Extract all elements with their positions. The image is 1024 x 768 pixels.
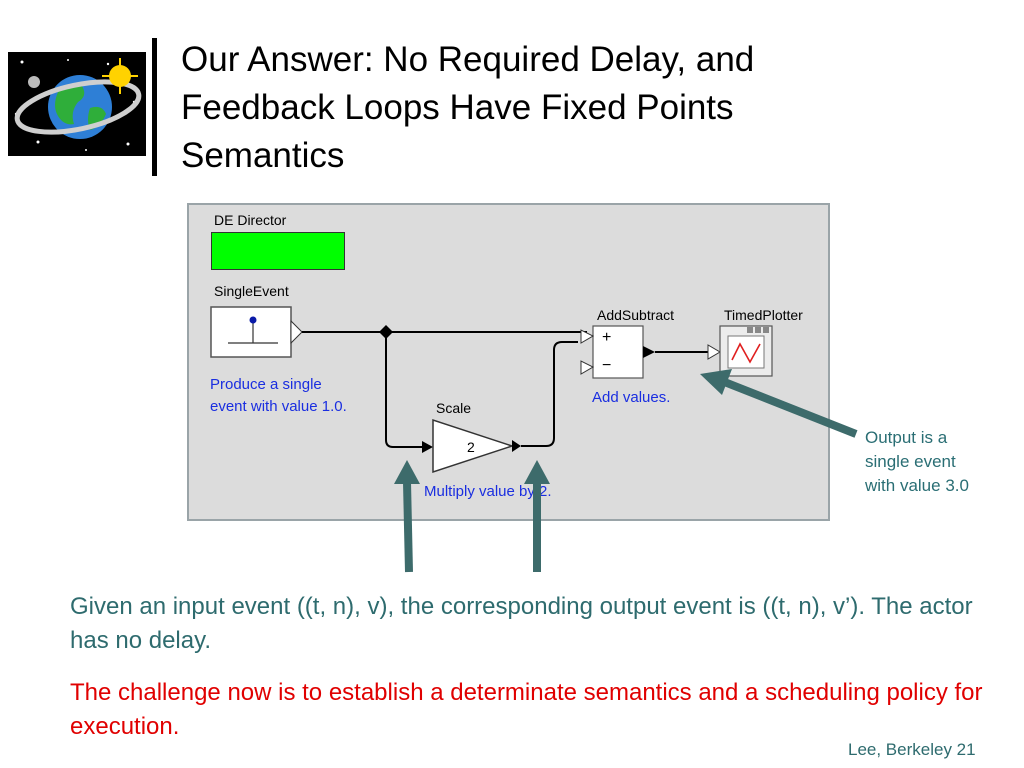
title-divider <box>152 38 157 176</box>
add-subtract-label: AddSubtract <box>597 307 675 323</box>
add-subtract-note: Add values. <box>592 389 671 406</box>
challenge-paragraph: The challenge now is to establish a dete… <box>70 679 983 740</box>
minus-sign: − <box>602 357 612 374</box>
scale-note: Multiply value by 2. <box>424 483 552 500</box>
slide-title: Our Answer: No Required Delay, and Feedb… <box>181 40 755 175</box>
globe-logo-icon <box>8 52 146 156</box>
description-paragraph: Given an input event ((t, n), v), the co… <box>70 593 973 654</box>
timed-plotter-label: TimedPlotter <box>724 307 803 323</box>
scale-factor: 2 <box>467 439 475 455</box>
output-callout: Output is a single event with value 3.0 <box>865 428 969 495</box>
single-event-note-1: Produce a single <box>210 376 322 393</box>
single-event-label: SingleEvent <box>214 283 289 299</box>
single-event-note-2: event with value 1.0. <box>210 398 347 415</box>
scale-label: Scale <box>436 400 472 416</box>
slide-footer: Lee, Berkeley 21 <box>848 740 976 759</box>
plus-sign: + <box>602 329 612 346</box>
director-label: DE Director <box>214 212 287 228</box>
de-director[interactable] <box>211 232 345 270</box>
